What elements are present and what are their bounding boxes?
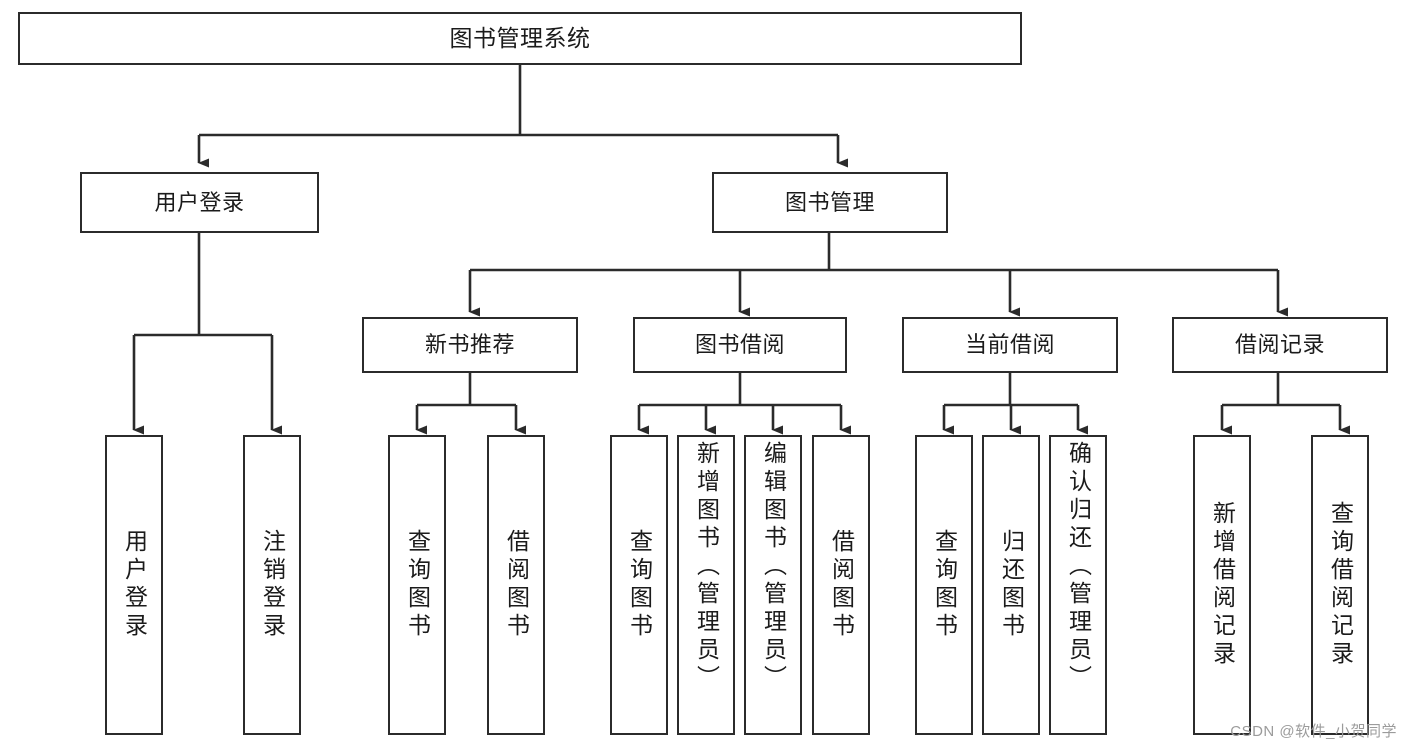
node-leaf-current-confirm-return-admin[interactable]: 确认归还（管理员） — [1049, 435, 1107, 735]
node-label: 图书管理系统 — [449, 24, 591, 51]
node-label: 新增图书（管理员） — [693, 441, 720, 693]
node-user-login[interactable]: 用户登录 — [80, 172, 319, 233]
node-leaf-recommend-borrow-book[interactable]: 借阅图书 — [487, 435, 545, 735]
node-leaf-record-add-borrow-record[interactable]: 新增借阅记录 — [1193, 435, 1251, 735]
node-label: 借阅图书 — [503, 529, 530, 641]
node-label: 用户登录 — [121, 529, 148, 641]
node-leaf-recommend-query-book[interactable]: 查询图书 — [388, 435, 446, 735]
node-current-borrow[interactable]: 当前借阅 — [902, 317, 1118, 373]
node-label: 注销登录 — [259, 529, 286, 641]
node-label: 图书借阅 — [694, 332, 785, 358]
node-borrow-record[interactable]: 借阅记录 — [1172, 317, 1388, 373]
node-leaf-borrow-edit-book-admin[interactable]: 编辑图书（管理员） — [744, 435, 802, 735]
node-root-book-management-system[interactable]: 图书管理系统 — [18, 12, 1022, 65]
node-label: 归还图书 — [998, 529, 1025, 641]
node-label: 借阅图书 — [828, 529, 855, 641]
node-label: 查询图书 — [931, 529, 958, 641]
node-label: 当前借阅 — [964, 332, 1055, 358]
node-label: 编辑图书（管理员） — [760, 441, 787, 693]
node-leaf-record-query-borrow-record[interactable]: 查询借阅记录 — [1311, 435, 1369, 735]
node-label: 确认归还（管理员） — [1065, 441, 1092, 693]
node-new-book-recommend[interactable]: 新书推荐 — [362, 317, 578, 373]
node-leaf-logout[interactable]: 注销登录 — [243, 435, 301, 735]
node-label: 查询图书 — [626, 529, 653, 641]
node-label: 新增借阅记录 — [1209, 501, 1236, 669]
node-label: 查询图书 — [404, 529, 431, 641]
node-book-borrow[interactable]: 图书借阅 — [633, 317, 847, 373]
node-label: 用户登录 — [154, 189, 245, 215]
node-label: 图书管理 — [784, 189, 875, 215]
node-leaf-current-return-book[interactable]: 归还图书 — [982, 435, 1040, 735]
node-leaf-current-query-book[interactable]: 查询图书 — [915, 435, 973, 735]
node-leaf-borrow-query-book[interactable]: 查询图书 — [610, 435, 668, 735]
node-label: 借阅记录 — [1234, 332, 1325, 358]
node-book-management[interactable]: 图书管理 — [712, 172, 948, 233]
node-label: 查询借阅记录 — [1327, 501, 1354, 669]
node-leaf-borrow-add-book-admin[interactable]: 新增图书（管理员） — [677, 435, 735, 735]
node-label: 新书推荐 — [424, 332, 515, 358]
node-leaf-user-login[interactable]: 用户登录 — [105, 435, 163, 735]
csdn-watermark: CSDN @软件_小贺同学 — [1230, 723, 1397, 740]
node-leaf-borrow-borrow-book[interactable]: 借阅图书 — [812, 435, 870, 735]
